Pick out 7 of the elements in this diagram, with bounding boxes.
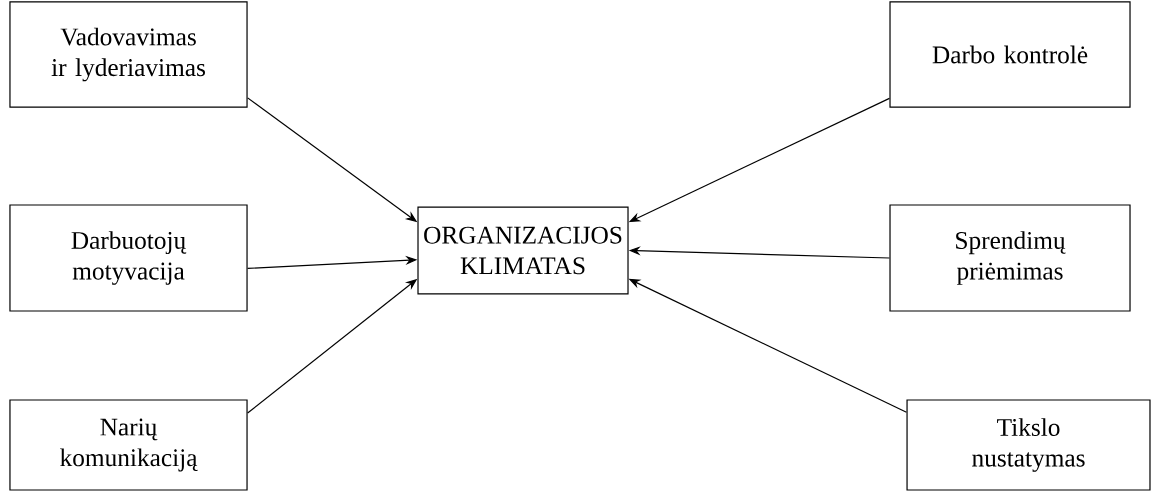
factor-box: Narių komunikaciją: [9, 399, 248, 491]
factor-box: Tikslo nustatymas: [906, 399, 1151, 491]
factor-box: Vadovavimas ir lyderiavimas: [9, 1, 248, 108]
center-box: ORGANIZACIJOS KLIMATAS: [417, 206, 629, 295]
factor-box: Sprendimų priėmimas: [889, 204, 1131, 312]
factor-box: Darbo kontrolė: [889, 1, 1131, 108]
factor-box: Darbuotojų motyvacija: [9, 204, 248, 312]
